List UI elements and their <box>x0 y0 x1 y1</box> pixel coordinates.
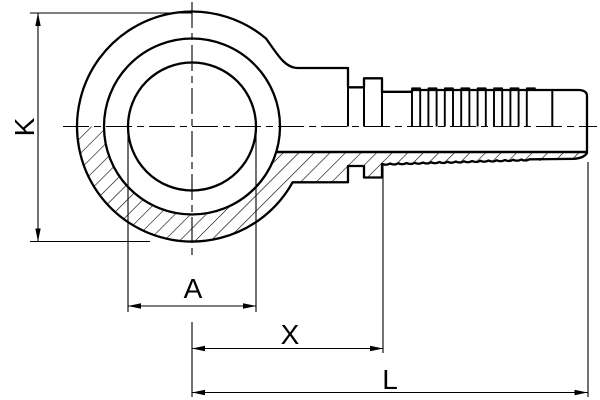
section-hatching <box>76 126 586 242</box>
dimension-labels: K A X L <box>9 117 398 395</box>
barb-serration-lines <box>411 90 528 127</box>
shoulder-and-collar-edges <box>347 68 554 127</box>
arrowhead-x-left <box>192 345 205 352</box>
arrowhead-a-right <box>243 303 256 309</box>
dimension-label-l: L <box>382 364 398 395</box>
dimension-K <box>30 12 192 243</box>
arrowhead-k-bottom <box>35 228 41 242</box>
arrowhead-x-right <box>370 345 383 352</box>
arrowhead-l-left <box>192 389 205 396</box>
dimension-L <box>192 162 589 397</box>
arrowhead-l-right <box>574 389 588 396</box>
dimension-label-x: X <box>281 319 300 350</box>
arrowhead-a-left <box>128 303 141 309</box>
barb-rib-tabs <box>411 87 536 90</box>
arrowhead-k-top <box>35 13 41 26</box>
centerlines <box>63 2 597 258</box>
dimension-label-a: A <box>184 273 203 304</box>
dimensions <box>30 12 589 397</box>
dimension-label-k: K <box>9 117 40 136</box>
dimension-A <box>127 126 257 312</box>
dimension-X <box>191 165 384 397</box>
